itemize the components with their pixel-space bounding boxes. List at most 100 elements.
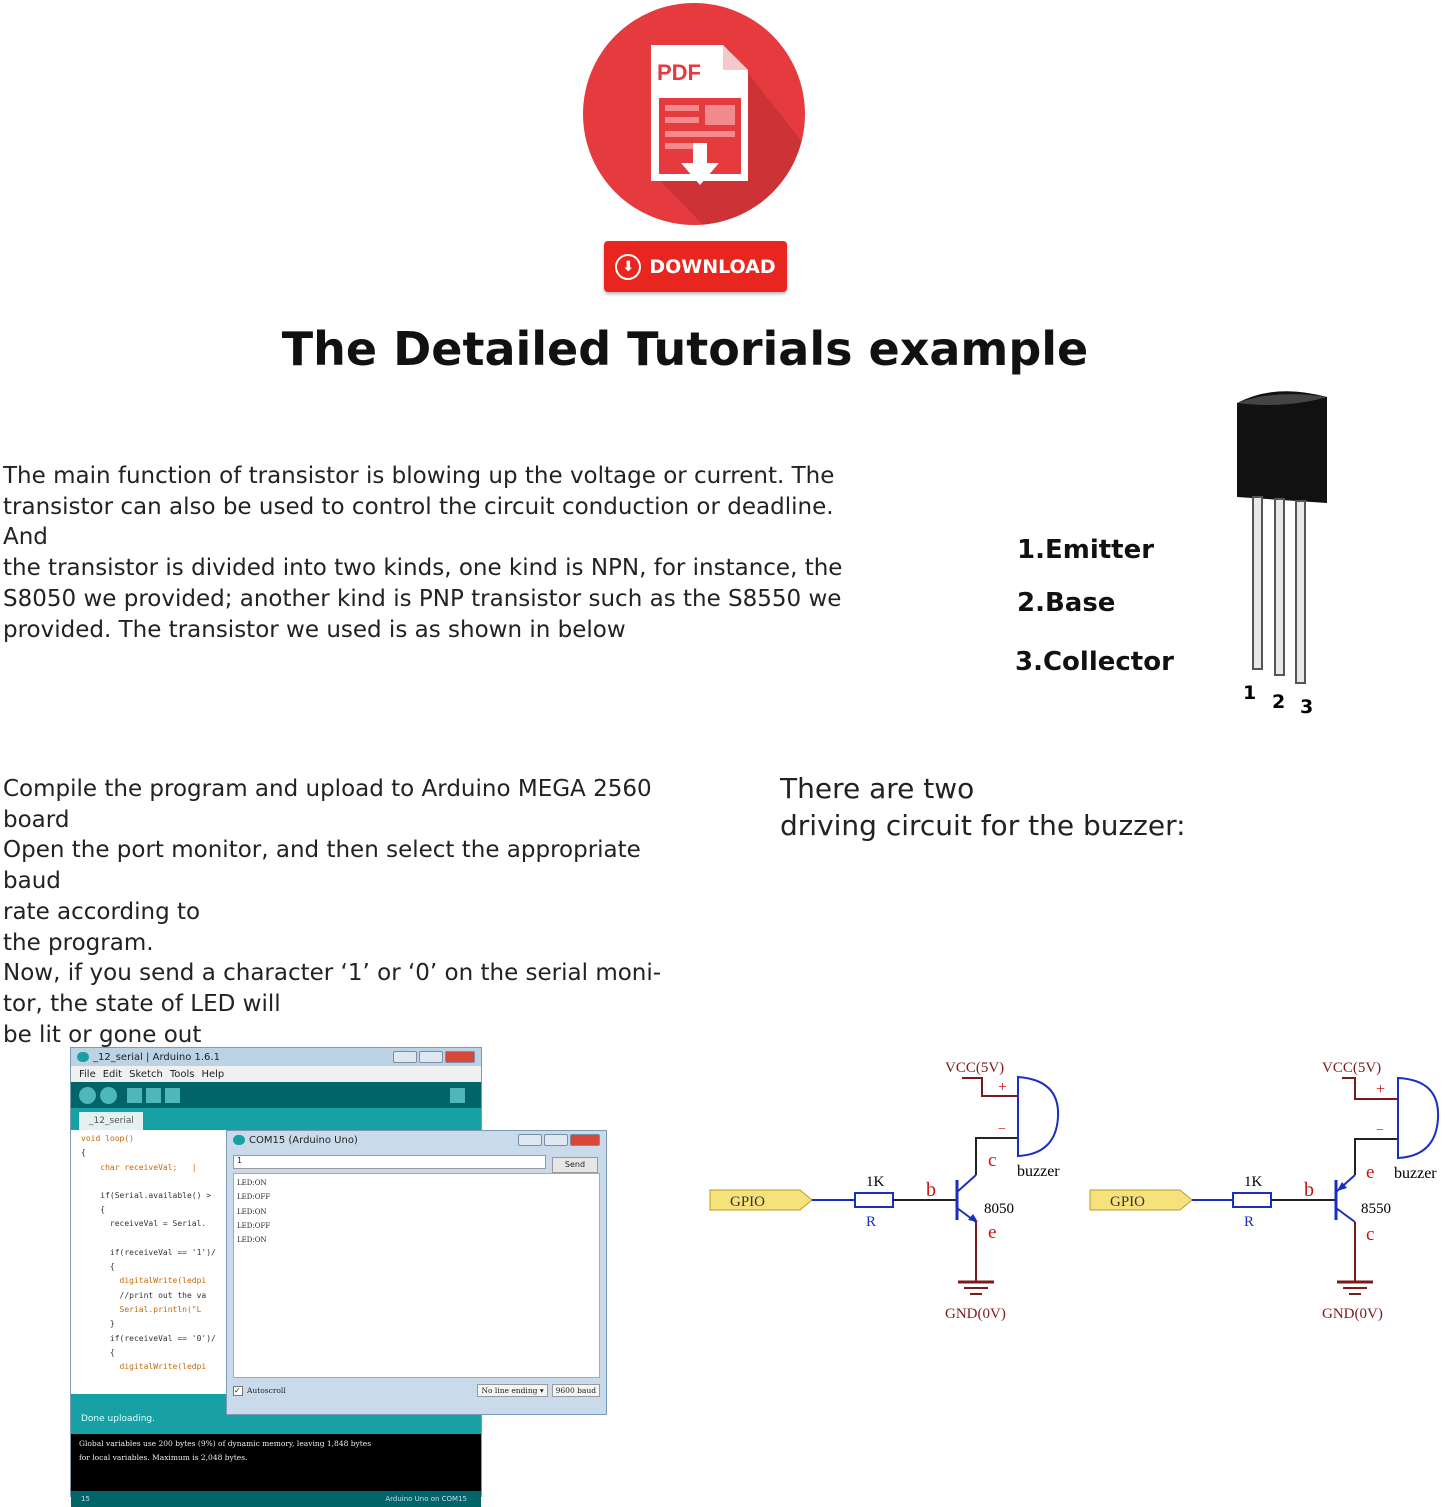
- verify-icon[interactable]: [79, 1086, 96, 1104]
- code-line: Serial.println("L: [81, 1304, 202, 1314]
- page-title: The Detailed Tutorials example: [281, 322, 1089, 376]
- code-line: digitalWrite(ledpi: [81, 1362, 207, 1372]
- code-line: if(receiveVal == '1')/: [81, 1247, 216, 1257]
- line-ending-value: No line ending: [481, 1386, 538, 1395]
- autoscroll-checkbox[interactable]: ✓: [233, 1385, 243, 1396]
- gnd-label: GND(0V): [1322, 1306, 1383, 1322]
- send-button[interactable]: Send: [552, 1157, 598, 1173]
- buzzer-label: buzzer: [1017, 1163, 1060, 1180]
- minimize-button[interactable]: [518, 1134, 542, 1146]
- pnp-circuit: GPIO 1K R b e c 8550 VCC(5V) + − buzzer …: [1089, 1060, 1440, 1322]
- base-label: b: [926, 1179, 936, 1201]
- buzzer-symbol: [1017, 1075, 1060, 1158]
- pdf-icon: PDF: [583, 3, 805, 225]
- close-button[interactable]: [570, 1134, 600, 1146]
- vcc-label: VCC(5V): [1322, 1060, 1381, 1076]
- minimize-button[interactable]: [393, 1051, 417, 1063]
- console-line: for local variables. Maximum is 2,048 by…: [79, 1453, 248, 1462]
- resistor-label: R: [866, 1214, 876, 1230]
- serial-titlebar: COM15 (Arduino Uno): [227, 1131, 606, 1149]
- menu-edit[interactable]: Edit: [102, 1068, 123, 1080]
- code-line: {: [81, 1347, 115, 1357]
- minus-label: −: [998, 1122, 1006, 1137]
- pin-number-2: 2: [1272, 691, 1285, 713]
- download-label: DOWNLOAD: [649, 255, 776, 278]
- code-line: {: [81, 1148, 86, 1158]
- console-output: Global variables use 200 bytes (9%) of d…: [71, 1434, 481, 1491]
- pin-label-collector: 3.Collector: [1015, 647, 1174, 677]
- code-line: receiveVal = Serial.: [81, 1219, 207, 1229]
- download-button[interactable]: ⬇ DOWNLOAD: [604, 241, 787, 292]
- serial-output: LED:ON LED:OFF LED:ON LED:OFF LED:ON: [233, 1173, 600, 1378]
- circuit-intro-text: There are two driving circuit for the bu…: [780, 772, 1186, 842]
- arduino-logo-icon: [77, 1052, 89, 1062]
- menu-help[interactable]: Help: [201, 1068, 225, 1080]
- open-icon[interactable]: [146, 1087, 161, 1103]
- code-line: if(Serial.available() >: [81, 1190, 212, 1200]
- minus-label: −: [1376, 1123, 1384, 1138]
- gpio-label: GPIO: [1110, 1194, 1145, 1210]
- line-ending-select[interactable]: No line ending ▾: [477, 1384, 548, 1397]
- close-button[interactable]: [445, 1051, 475, 1063]
- base-label: b: [1304, 1179, 1314, 1201]
- new-icon[interactable]: [127, 1087, 142, 1103]
- gpio-label: GPIO: [730, 1194, 765, 1210]
- pdf-label: PDF: [657, 60, 701, 85]
- ide-menubar: File Edit Sketch Tools Help: [71, 1066, 481, 1082]
- pin-number-1: 1: [1243, 682, 1256, 704]
- buzzer-label: buzzer: [1394, 1165, 1437, 1182]
- transistor-model: 8050: [984, 1201, 1014, 1217]
- pin-label-base: 2.Base: [1017, 588, 1116, 618]
- download-arrow-icon: ⬇: [615, 253, 642, 280]
- upload-icon[interactable]: [100, 1086, 117, 1104]
- transistor-model: 8550: [1361, 1201, 1391, 1217]
- menu-sketch[interactable]: Sketch: [129, 1068, 163, 1080]
- collector-label: c: [1366, 1224, 1374, 1245]
- vcc-label: VCC(5V): [945, 1060, 1004, 1076]
- plus-label: +: [998, 1079, 1007, 1096]
- ide-footer: 15 Arduino Uno on COM15: [71, 1491, 481, 1507]
- serial-input[interactable]: 1: [233, 1155, 546, 1169]
- maximize-button[interactable]: [419, 1051, 443, 1063]
- code-line: {: [81, 1205, 106, 1215]
- code-line: if(receiveVal == '0')/: [81, 1333, 216, 1343]
- code-line: digitalWrite(ledpi: [81, 1276, 207, 1286]
- resistor-label: R: [1244, 1214, 1254, 1230]
- arduino-logo-icon: [233, 1135, 245, 1145]
- code-line: }: [81, 1319, 115, 1329]
- serial-monitor-window: COM15 (Arduino Uno) 1 Send LED:ON LED:OF…: [226, 1130, 607, 1415]
- output-line: LED:OFF: [237, 1221, 271, 1230]
- serial-monitor-icon[interactable]: [450, 1087, 465, 1103]
- instructions-text: Compile the program and upload to Arduin…: [3, 776, 662, 1048]
- buzzer-circuits: GPIO 1K R b c e 8050 VCC(5V) + − buzzer …: [709, 1060, 1440, 1322]
- menu-file[interactable]: File: [79, 1068, 96, 1080]
- output-line: LED:OFF: [237, 1193, 271, 1202]
- ide-title: _12_serial | Arduino 1.6.1: [93, 1051, 220, 1063]
- line-number: 15: [81, 1495, 90, 1503]
- baud-select[interactable]: 9600 baud: [551, 1384, 600, 1397]
- ide-titlebar: _12_serial | Arduino 1.6.1: [71, 1048, 481, 1066]
- intro-text: The main function of transistor is blowi…: [3, 463, 843, 643]
- npn-circuit: GPIO 1K R b c e 8050 VCC(5V) + − buzzer …: [709, 1060, 1060, 1322]
- code-line: {: [81, 1262, 115, 1272]
- output-line: LED:ON: [237, 1236, 267, 1245]
- transistor-image: 1 2 3: [1237, 391, 1327, 718]
- collector-label: c: [988, 1150, 996, 1171]
- autoscroll-label: Autoscroll: [247, 1386, 286, 1395]
- pin-label-emitter: 1.Emitter: [1017, 535, 1155, 565]
- code-line: //print out the va: [81, 1290, 207, 1300]
- gnd-label: GND(0V): [945, 1306, 1006, 1322]
- ide-toolbar: [71, 1082, 481, 1108]
- maximize-button[interactable]: [544, 1134, 568, 1146]
- resistor-symbol: [1232, 1192, 1272, 1208]
- code-line: char receiveVal; |: [81, 1162, 197, 1172]
- pin-number-3: 3: [1300, 696, 1313, 718]
- tab-sketch[interactable]: _12_serial: [79, 1112, 143, 1130]
- code-line: void loop(): [81, 1134, 134, 1143]
- plus-label: +: [1376, 1081, 1385, 1098]
- save-icon[interactable]: [165, 1087, 180, 1103]
- emitter-label: e: [1366, 1162, 1374, 1183]
- menu-tools[interactable]: Tools: [169, 1068, 195, 1080]
- board-port: Arduino Uno on COM15: [385, 1495, 467, 1503]
- output-line: LED:ON: [237, 1179, 267, 1187]
